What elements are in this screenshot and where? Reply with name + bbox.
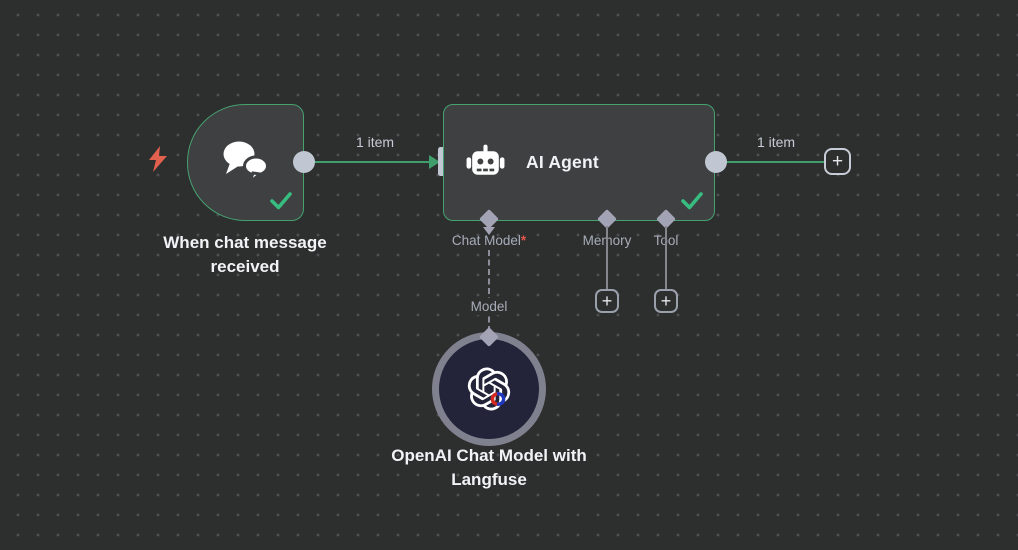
chat-bubbles-icon [223, 141, 269, 187]
agent-node-title: AI Agent [526, 152, 599, 172]
trigger-output-endpoint[interactable] [293, 151, 315, 173]
node-ai-agent[interactable]: AI Agent [443, 104, 715, 221]
required-marker: * [520, 233, 527, 248]
connection-tool-stub[interactable] [665, 226, 667, 290]
model-connection-label: Model [449, 298, 529, 315]
port-label-text: Chat Model [451, 233, 521, 248]
connection-trigger-to-agent[interactable] [304, 161, 434, 163]
connection-memory-stub[interactable] [606, 226, 608, 290]
connection-chat-model-to-openai[interactable] [488, 250, 490, 332]
connection-items-label: 1 item [756, 134, 796, 150]
connection-arrow-icon [429, 155, 440, 169]
node-openai-chat-model[interactable] [432, 332, 546, 446]
robot-icon [466, 144, 505, 175]
model-connection-label-text: Model [465, 298, 513, 315]
connection-agent-output[interactable] [726, 161, 826, 163]
trigger-node-label: When chat message received [163, 233, 327, 276]
model-node-label: OpenAI Chat Model with Langfuse [391, 446, 587, 489]
add-memory-button[interactable]: + [595, 289, 619, 313]
port-label-chat-model: Chat Model* [429, 233, 549, 248]
node-when-chat-message-received[interactable] [187, 104, 304, 221]
connection-items-label: 1 item [355, 134, 395, 150]
success-check-icon [681, 192, 703, 210]
add-tool-button[interactable]: + [654, 289, 678, 313]
openai-logo-icon [467, 367, 511, 411]
success-check-icon [270, 192, 292, 210]
add-node-button[interactable]: + [824, 148, 851, 175]
lightning-bolt-icon [149, 146, 167, 172]
port-chat-model-arrow-icon [483, 227, 495, 235]
agent-output-endpoint[interactable] [705, 151, 727, 173]
langfuse-icon [490, 392, 506, 406]
